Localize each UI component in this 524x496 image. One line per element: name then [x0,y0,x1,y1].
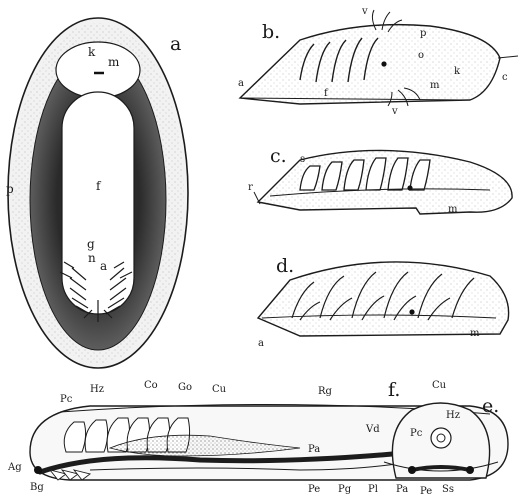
panel-b-lateral-view: b. v p o k a f m v c [238,6,518,117]
panel-a-label-g: g [87,237,95,251]
panel-f-label-Cu: Cu [432,380,447,391]
panel-e-label-Pg: Pg [338,484,352,495]
panel-e-label-Cu: Cu [212,384,227,395]
panel-f-label-Hz: Hz [446,410,460,421]
panel-c-eye [407,185,412,190]
panel-c-label-r: r [248,182,253,193]
panel-b-label-o: o [418,50,424,61]
panel-b-eye [381,61,386,66]
panel-e-anterior-ganglion [34,466,42,474]
panel-f-right-cord [466,466,474,474]
panel-b-tail-cirrus [498,56,518,58]
panel-c-label-s: s [300,154,305,165]
panel-e-label-Pa: Pa [308,444,320,455]
panel-a-ventral-view: a k m p f g n a [6,18,188,368]
panel-b-label-m: m [430,80,440,91]
panel-b-label-v-bottom: v [391,106,398,117]
panel-d-eye [409,309,414,314]
panel-d-label-a: a [258,338,264,349]
panel-f-label-Pa: Pa [396,484,408,495]
panel-e-label-Pe: Pe [308,484,320,495]
panel-a-label-m: m [108,55,120,69]
panel-b-label-a: a [238,78,244,89]
panel-d-label: d. [276,255,294,277]
panel-f-label-Pc: Pc [410,428,423,439]
panel-d-label-m: m [470,328,480,339]
panel-e-label-Pc: Pc [60,394,73,405]
panel-f-label: f. [388,379,400,401]
panel-c-label-m: m [448,204,458,215]
panel-a-head [56,42,140,98]
panel-d-lateral-view: d. a m [258,255,509,349]
panel-b-label-p: p [420,28,426,39]
panel-e-label-Ag: Ag [7,462,22,473]
panel-e-label-Go: Go [178,382,192,393]
panel-e-label-Rg: Rg [318,386,333,397]
panel-a-label-k: k [88,45,96,59]
panel-b-label-c: c [502,72,508,83]
panel-e-label: e. [482,395,499,417]
panel-f-heart-inner [437,434,445,442]
panel-f-cross-section: f. Cu Pc Hz Pa Pe Ss [384,379,498,496]
panel-f-label-Pe: Pe [420,486,432,496]
panel-b-label: b. [262,21,280,43]
panel-f-label-Ss: Ss [442,484,454,495]
panel-a-label: a [170,33,181,55]
panel-e-label-Hz: Hz [90,384,104,395]
panel-b-label-k: k [454,66,461,77]
panel-d-body-outline [258,262,509,336]
panel-e-label-Pl: Pl [368,484,378,495]
panel-a-label-a: a [100,259,107,273]
panel-e-label-Co: Co [144,380,158,391]
panel-c-lateral-view: c. s r m [248,145,512,215]
panel-c-label: c. [270,145,287,167]
panel-e-label-Bg: Bg [30,482,44,493]
panel-e-label-Vd: Vd [365,424,380,435]
panel-a-label-p: p [6,182,14,196]
panel-a-label-n: n [88,251,96,265]
panel-f-left-cord [408,466,416,474]
panel-b-label-v-top: v [361,6,368,17]
